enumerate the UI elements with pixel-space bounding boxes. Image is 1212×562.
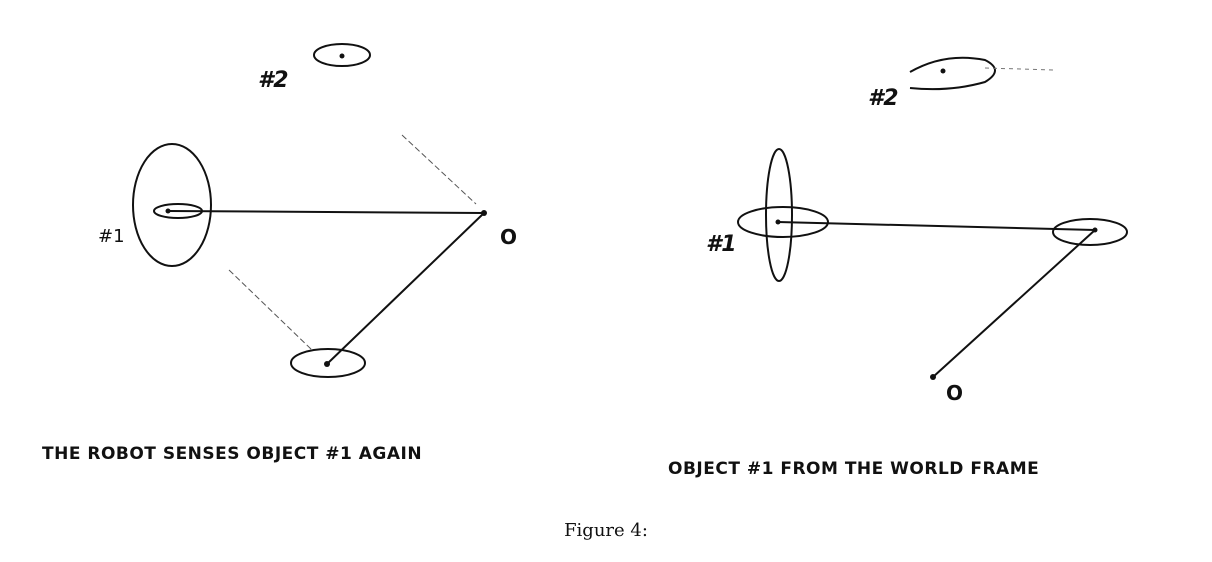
left-line-obj1-origin [167, 210, 485, 214]
left-bottom-ellipse [290, 348, 366, 378]
right-object1-label: #1 [706, 232, 737, 257]
left-caption: THE ROBOT SENSES OBJECT #1 AGAIN [42, 444, 423, 464]
right-line-frame-origin [932, 229, 1096, 378]
left-object2-ellipse [313, 43, 371, 67]
right-line-obj1-frame [777, 221, 1096, 231]
left-dashed-line-top [401, 134, 477, 205]
left-object2-label: #2 [258, 68, 289, 93]
right-object1-vertical-ellipse [765, 148, 793, 282]
left-origin-label: O [500, 225, 518, 249]
right-object2-label: #2 [868, 86, 899, 111]
left-object1-label: #1 [98, 226, 125, 247]
left-line-origin-bottom [326, 212, 485, 365]
left-dashed-line-bottom [228, 269, 313, 351]
figure-caption: Figure 4: [564, 520, 648, 541]
left-object1-large-ellipse [132, 143, 212, 267]
right-frame-ellipse [1052, 218, 1128, 246]
right-origin-label: O [946, 381, 964, 405]
right-caption: OBJECT #1 FROM THE WORLD FRAME [668, 459, 1040, 479]
right-object2-ellipse [909, 56, 996, 91]
right-object1-horizontal-ellipse [737, 206, 829, 238]
